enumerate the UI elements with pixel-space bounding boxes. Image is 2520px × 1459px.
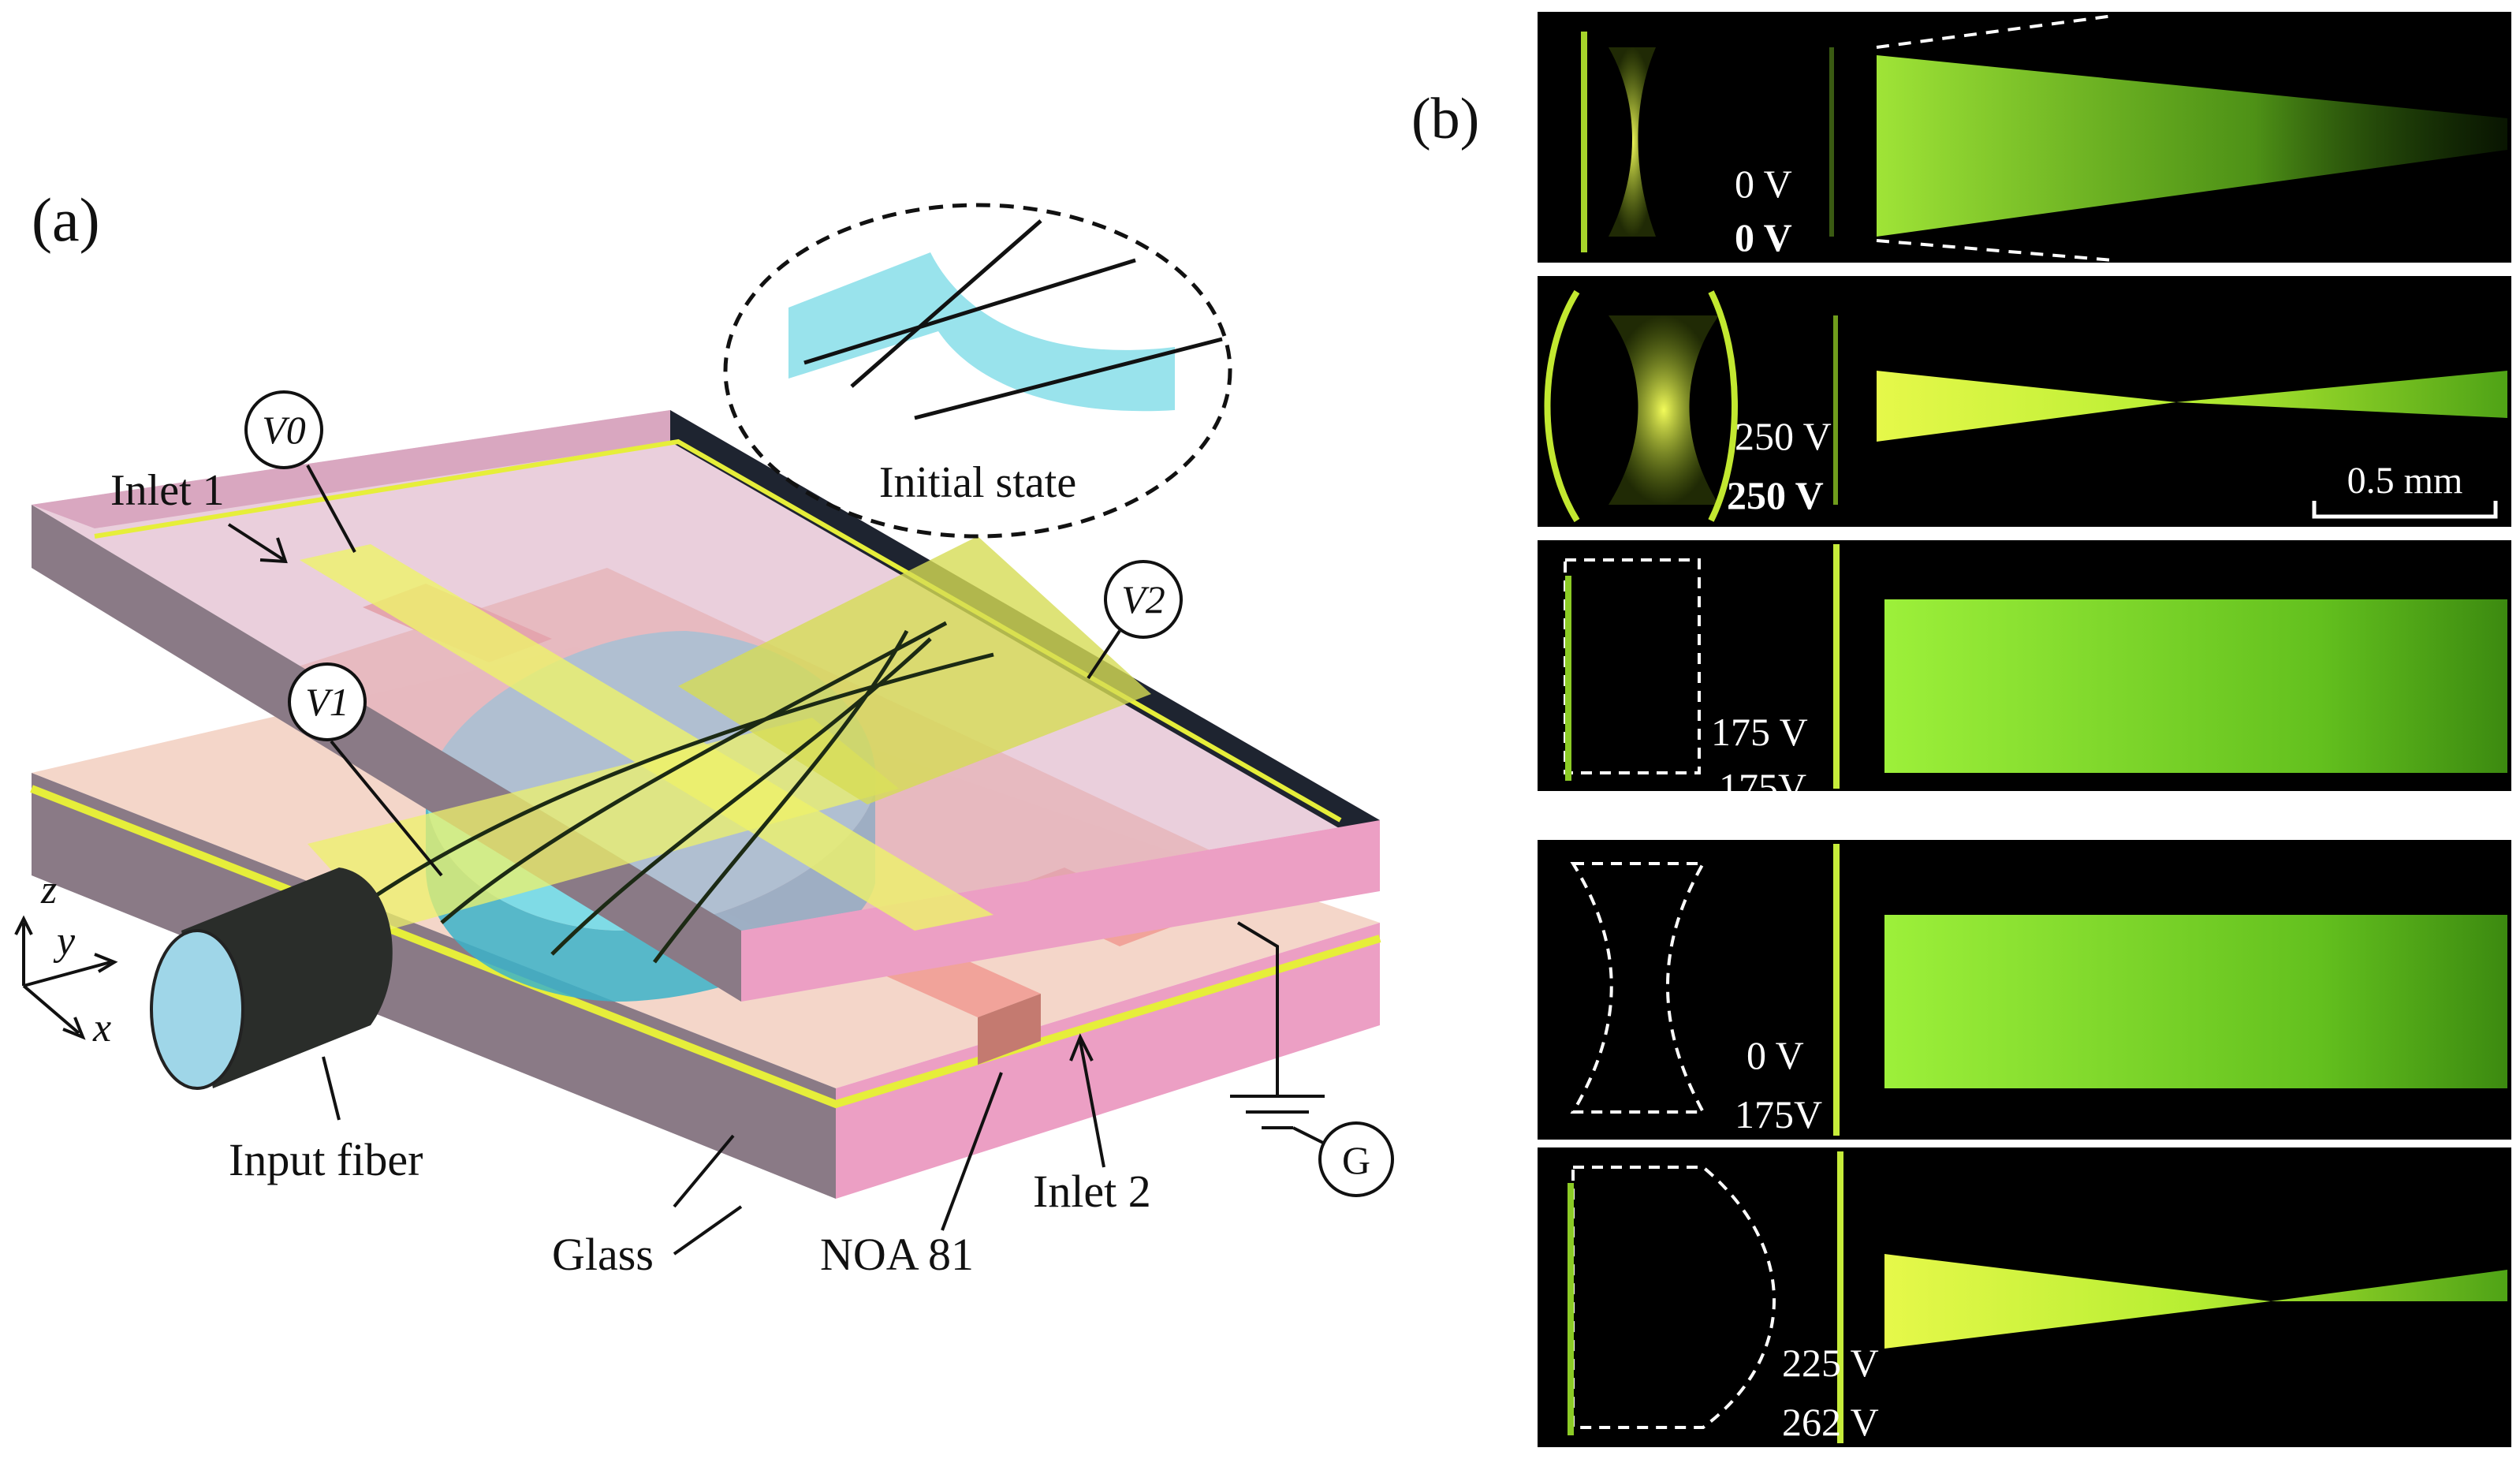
inlet1-label: Inlet 1: [110, 466, 225, 515]
light-rays: [369, 621, 994, 964]
ground-callout: [1318, 1121, 1394, 1197]
axes-triad: [14, 915, 118, 1040]
frame-3-voltage-top: 175 V: [1711, 710, 1808, 754]
frame-4: 0 V 175V: [1538, 840, 2511, 1140]
electrode-v0: [300, 544, 993, 931]
electrode-v2: [678, 536, 1151, 804]
v1-label: V1: [305, 680, 349, 724]
lens-outline-frame-5: [1571, 1166, 1776, 1429]
frame-2-voltage-top: 250 V: [1735, 414, 1832, 458]
frame-5-voltage-top: 225 V: [1782, 1341, 1879, 1385]
frame-5: 225 V 262 V: [1538, 1147, 2511, 1447]
scale-bar-label: 0.5 mm: [2347, 460, 2463, 502]
frame-1: 0 V 0 V: [1538, 12, 2511, 263]
input-fiber: [150, 868, 393, 1090]
frame-2-voltage-bottom: 250 V: [1727, 473, 1824, 517]
panel-a-tag: (a): [32, 185, 100, 254]
panel-a: (a): [14, 185, 1394, 1280]
beam-frame-1: [1877, 55, 2507, 237]
ground-symbol: [1230, 921, 1325, 1145]
v0-callout: V0: [244, 390, 356, 553]
initial-state-inset: Initial state: [723, 203, 1232, 539]
v2-callout: V2: [1087, 560, 1183, 680]
axis-y-label: y: [53, 919, 76, 964]
beam-frame-3: [1884, 599, 2507, 773]
frame-2: 250 V 250 V 0.5 mm: [1538, 276, 2511, 527]
axis-x-label: x: [92, 1006, 111, 1050]
glass-label: Glass: [552, 1229, 654, 1280]
frame-4-voltage-top: 0 V: [1746, 1033, 1804, 1077]
v1-callout: V1: [288, 662, 443, 877]
noa81-label: NOA 81: [820, 1229, 974, 1280]
input-fiber-label: Input fiber: [229, 1134, 423, 1185]
frame-4-voltage-bottom: 175V: [1735, 1092, 1822, 1136]
beam-frame-5: [1884, 1254, 2507, 1349]
beam-frame-2: [1877, 371, 2507, 442]
panel-b: (b) 0 V 0 V 250 V 250 V 0.5: [1411, 12, 2511, 1447]
frame-3-voltage-bottom: 175V: [1719, 765, 1806, 809]
panel-b-tag: (b): [1411, 87, 1479, 151]
beam-frame-4: [1884, 915, 2507, 1088]
v0-label: V0: [262, 408, 306, 452]
frame-1-voltage-bottom: 0 V: [1735, 215, 1792, 259]
frame-1-voltage-top: 0 V: [1735, 162, 1792, 206]
axis-z-label: z: [40, 868, 57, 912]
electrode-v1: [308, 718, 899, 931]
frame-5-voltage-bottom: 262 V: [1782, 1400, 1879, 1444]
ground-label: G: [1342, 1138, 1370, 1182]
frame-3: 175 V 175V: [1538, 540, 2511, 809]
initial-state-label: Initial state: [879, 458, 1076, 507]
top-glass-frame: [32, 410, 1380, 1002]
inlet2-label: Inlet 2: [1033, 1166, 1151, 1217]
v2-label: V2: [1121, 577, 1165, 621]
scale-bar: 0.5 mm: [2312, 460, 2498, 519]
